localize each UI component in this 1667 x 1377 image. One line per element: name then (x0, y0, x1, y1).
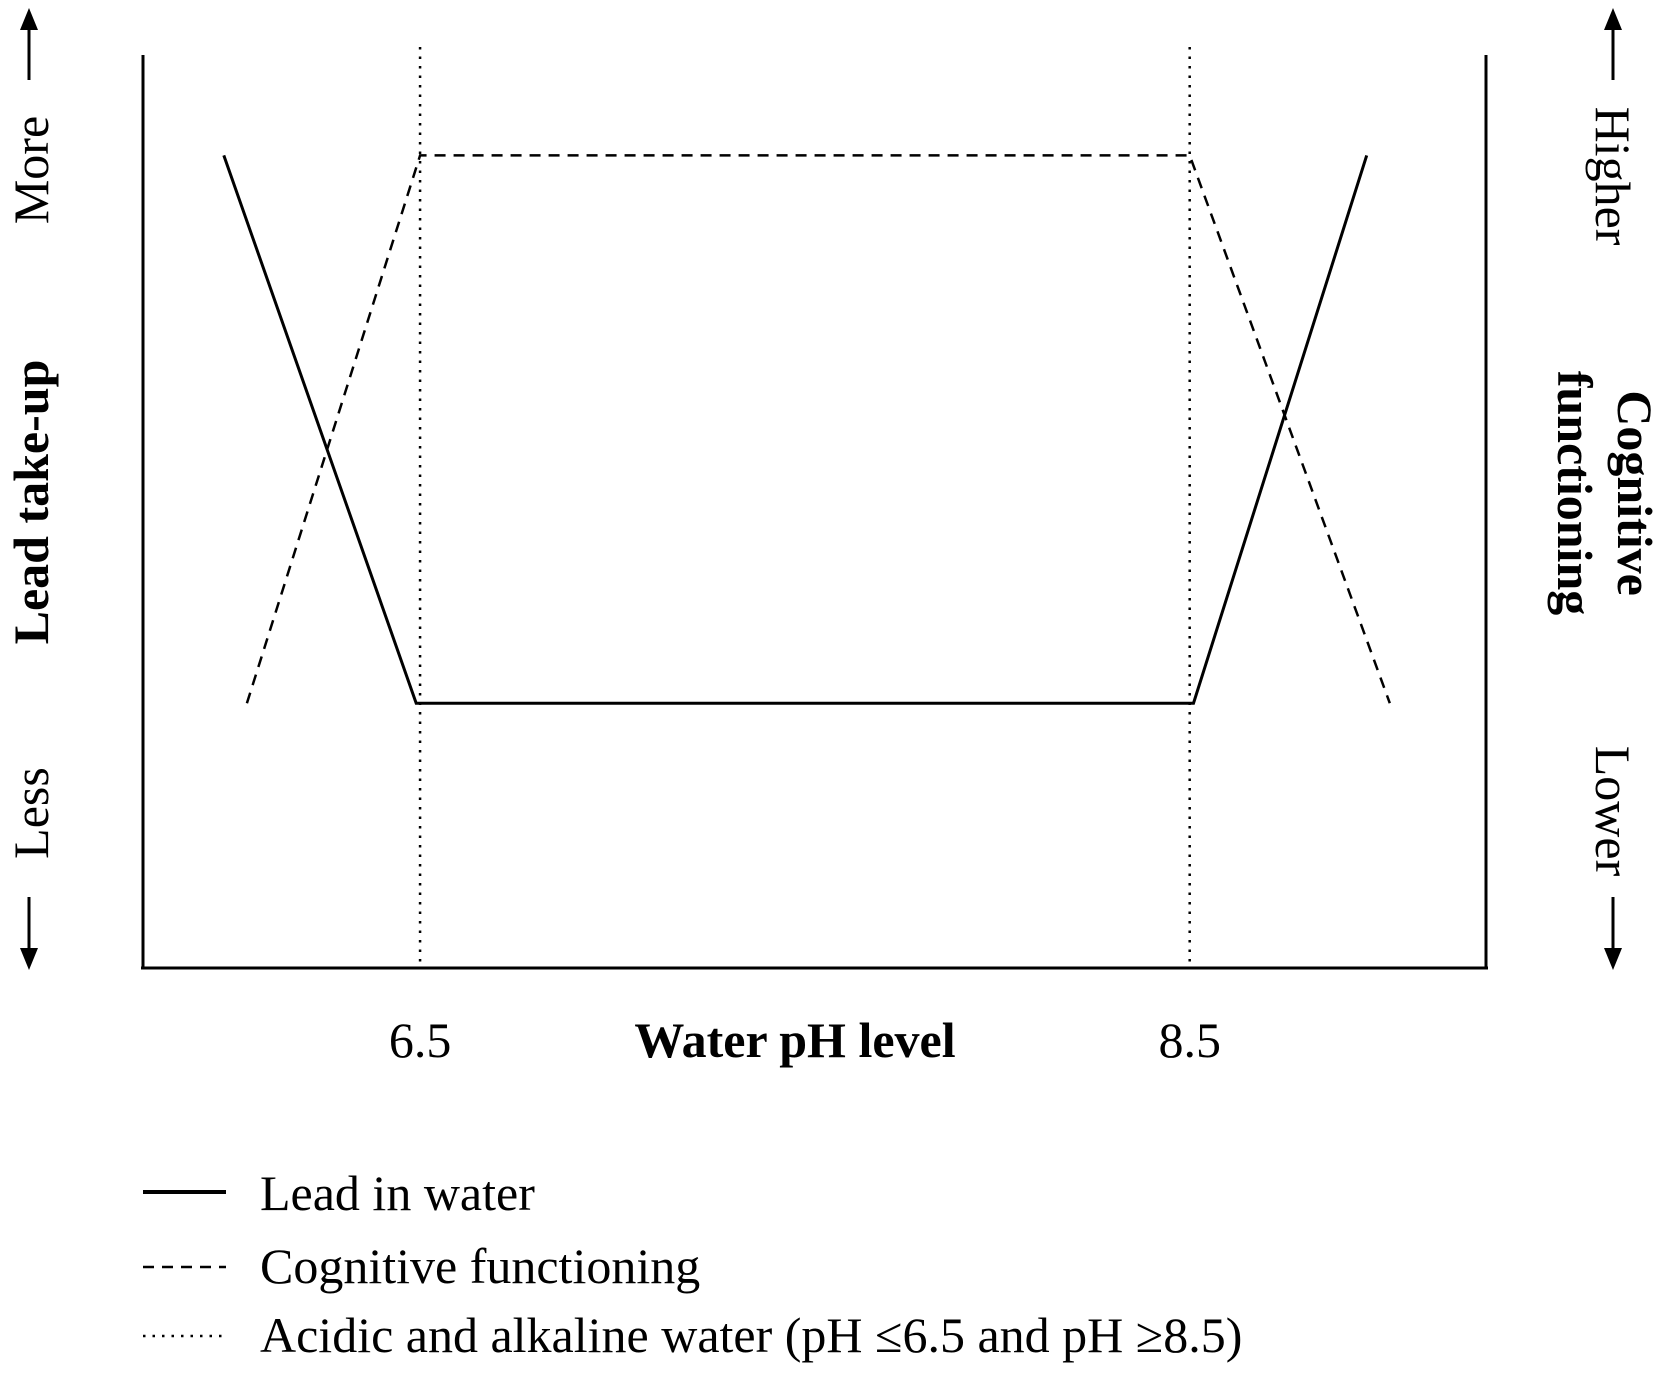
x-tick-label-1: 8.5 (1158, 1012, 1221, 1068)
series-line-1 (245, 154, 1391, 704)
right-axis-annotation: Higher Cognitive functioning Lower (1547, 8, 1663, 970)
left-axis-label: Lead take-up (3, 360, 59, 645)
left-axis-top-label: More (3, 116, 59, 224)
series-layer (222, 154, 1391, 705)
legend-label-cognitive: Cognitive functioning (260, 1238, 700, 1294)
right-axis-label-line-1: Cognitive (1607, 390, 1663, 596)
legend-label-lead: Lead in water (260, 1165, 535, 1221)
right-arrow-up-icon (1604, 8, 1622, 30)
right-axis-top-label: Higher (1585, 107, 1641, 246)
left-axis-annotation: More Lead take-up Less (3, 8, 59, 970)
legend: Lead in water Cognitive functioning Acid… (143, 1165, 1242, 1363)
legend-label-reference: Acidic and alkaline water (pH ≤6.5 and p… (260, 1307, 1242, 1363)
axes-frame (141, 55, 1488, 970)
x-axis-label: Water pH level (634, 1012, 955, 1068)
left-arrow-up-icon (20, 8, 38, 30)
left-axis-bottom-label: Less (3, 767, 59, 859)
right-axis-bottom-label: Lower (1585, 746, 1641, 877)
x-tick-labels: 6.5 8.5 (389, 1012, 1221, 1068)
reference-lines (418, 47, 1191, 968)
right-arrow-down-icon (1604, 948, 1622, 970)
series-line-0 (222, 154, 1369, 705)
right-axis-label-line-2: functioning (1547, 371, 1603, 616)
left-arrow-down-icon (20, 948, 38, 970)
x-tick-label-0: 6.5 (389, 1012, 452, 1068)
